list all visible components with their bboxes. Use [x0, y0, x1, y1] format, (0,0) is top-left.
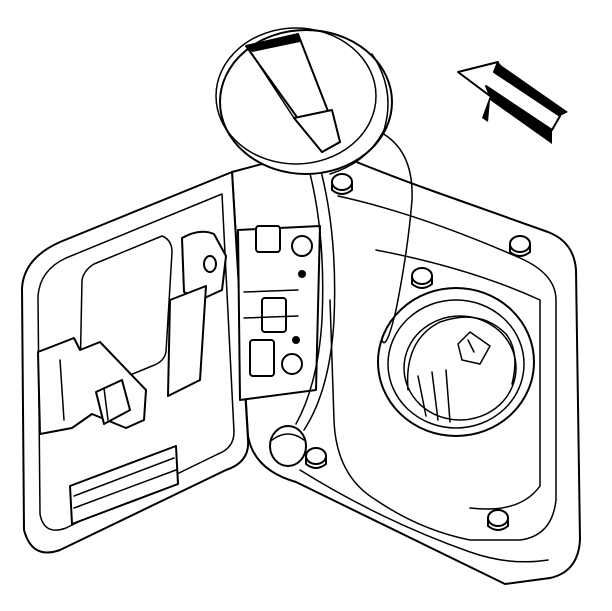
- fuel-door: [21, 171, 321, 554]
- housing-lower-flange: [299, 469, 549, 563]
- fuel-cap-tether: [379, 131, 413, 344]
- housing-mount-bolts: [305, 173, 531, 531]
- bolt-right-upper: [509, 235, 531, 257]
- bolt-bottom-right: [487, 509, 509, 531]
- fuel-door-label-plate: [69, 445, 179, 525]
- fuel-cap-ridge: [329, 53, 389, 175]
- fuel-door-latch: [167, 230, 227, 397]
- filler-neck-middle-ring: [387, 299, 525, 429]
- filler-neck-inner-ring: [403, 315, 517, 421]
- fuel-cap-grip: [245, 33, 341, 153]
- bolt-top: [331, 173, 353, 195]
- fuel-cap-face: [215, 27, 377, 165]
- fuel-door-upper-recess: [79, 235, 173, 391]
- housing-inner-rim: [329, 195, 557, 541]
- filler-neck-shadow-lines: [417, 369, 451, 423]
- hinge-tether-strap-inner: [295, 165, 324, 425]
- housing-recess-edge: [375, 249, 541, 510]
- tether-end-knob: [269, 425, 307, 467]
- filler-neck-outer-ring: [377, 287, 535, 437]
- filler-restrictor-flap: [457, 331, 491, 365]
- fuel-filler-neck: [377, 287, 535, 437]
- direction-arrow-icon: [457, 61, 568, 144]
- hinge-tether-strap: [303, 159, 336, 431]
- bolt-bottom-left: [305, 447, 327, 469]
- fuel-door-inner-edge: [37, 193, 235, 531]
- fuel-cap: [215, 27, 393, 175]
- bolt-left-mid: [411, 267, 433, 289]
- fuel-door-hinge: [237, 225, 321, 401]
- fuel-door-lower-bracket: [37, 337, 147, 435]
- filler-neck-inner-wall: [406, 316, 516, 391]
